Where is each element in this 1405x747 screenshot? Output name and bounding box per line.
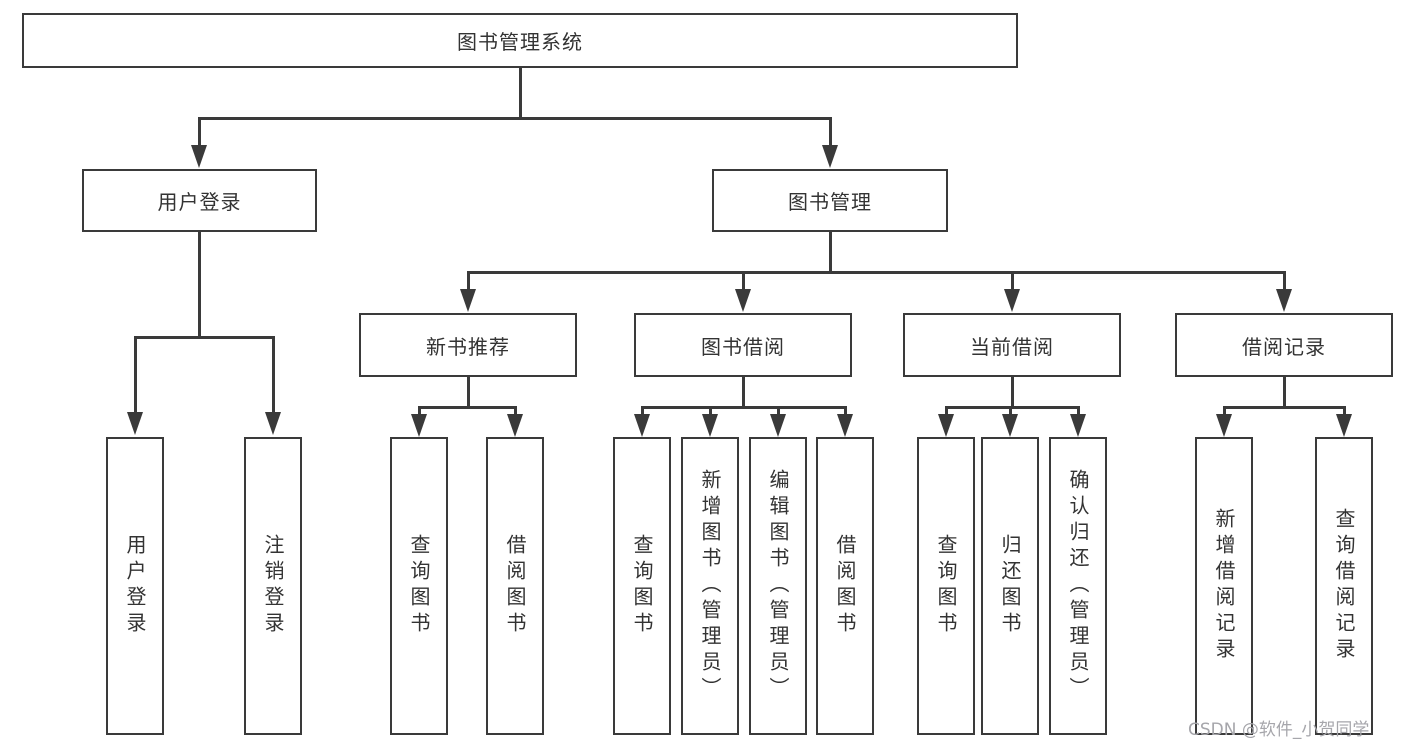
leaf-borrow-books-1: 借阅图书 [486,437,544,735]
node-label: 新增图书（管理员） [698,469,722,703]
arrow-down-icon [822,145,838,168]
node-label: 借阅图书 [503,534,527,638]
leaf-logout: 注销登录 [244,437,302,735]
connector-line [1009,406,1012,416]
node-user-login: 用户登录 [82,169,317,232]
node-label: 用户登录 [123,534,147,638]
node-label: 图书借阅 [701,334,785,359]
connector-line [945,406,1079,409]
leaf-add-borrow-record: 新增借阅记录 [1195,437,1253,735]
arrow-down-icon [1336,414,1352,437]
connector-line [467,271,1286,274]
leaf-query-borrow-record: 查询借阅记录 [1315,437,1373,735]
connector-line [467,377,470,406]
node-library-management-system: 图书管理系统 [22,13,1018,68]
connector-line [1283,271,1286,289]
arrow-down-icon [460,289,476,312]
connector-line [1223,406,1226,416]
connector-line [134,336,275,339]
arrow-down-icon [770,414,786,437]
arrow-down-icon [1070,414,1086,437]
leaf-query-books-1: 查询图书 [390,437,448,735]
connector-line [519,68,522,117]
arrow-down-icon [1276,289,1292,312]
connector-line [945,406,948,416]
node-label: 用户登录 [157,190,242,214]
connector-line [198,232,201,336]
connector-line [1077,406,1080,416]
connector-line [829,232,832,271]
connector-line [641,406,846,409]
node-label: 编辑图书（管理员） [766,469,790,703]
node-new-book-recommendation: 新书推荐 [359,313,577,377]
connector-line [198,117,832,120]
node-label: 归还图书 [998,534,1022,638]
node-label: 当前借阅 [970,334,1054,359]
node-label: 查询借阅记录 [1332,508,1356,664]
node-label: 查询图书 [934,534,958,638]
connector-line [777,406,780,416]
connector-line [514,406,517,416]
leaf-query-books-2: 查询图书 [613,437,671,735]
connector-line [1343,406,1346,416]
arrow-down-icon [1216,414,1232,437]
connector-line [134,336,137,414]
arrow-down-icon [634,414,650,437]
arrow-down-icon [127,412,143,435]
connector-line [1283,377,1286,406]
arrow-down-icon [265,412,281,435]
leaf-confirm-return-admin: 确认归还（管理员） [1049,437,1107,735]
leaf-query-books-3: 查询图书 [917,437,975,735]
node-book-management: 图书管理 [712,169,948,232]
connector-line [418,406,421,416]
connector-line [829,117,832,147]
connector-line [418,406,517,409]
leaf-user-login: 用户登录 [106,437,164,735]
arrow-down-icon [735,289,751,312]
node-label: 确认归还（管理员） [1066,469,1090,703]
node-label: 查询图书 [630,534,654,638]
arrow-down-icon [191,145,207,168]
connector-line [467,271,470,289]
connector-line [198,117,201,147]
connector-line [742,377,745,406]
node-label: 借阅图书 [833,534,857,638]
arrow-down-icon [702,414,718,437]
leaf-return-book: 归还图书 [981,437,1039,735]
node-book-borrowing: 图书借阅 [634,313,852,377]
connector-line [1011,377,1014,406]
leaf-edit-book-admin: 编辑图书（管理员） [749,437,807,735]
arrow-down-icon [411,414,427,437]
node-borrowing-records: 借阅记录 [1175,313,1393,377]
leaf-borrow-books-2: 借阅图书 [816,437,874,735]
node-label: 注销登录 [261,534,285,638]
node-label: 新增借阅记录 [1212,508,1236,664]
arrow-down-icon [837,414,853,437]
connector-line [1223,406,1345,409]
node-label: 借阅记录 [1242,334,1326,359]
node-label: 新书推荐 [426,334,510,359]
connector-line [844,406,847,416]
arrow-down-icon [938,414,954,437]
watermark-text: CSDN @软件_小贺同学 [1188,720,1370,740]
connector-line [641,406,644,416]
leaf-add-book-admin: 新增图书（管理员） [681,437,739,735]
connector-line [272,336,275,414]
connector-line [709,406,712,416]
arrow-down-icon [1004,289,1020,312]
arrow-down-icon [1002,414,1018,437]
node-label: 查询图书 [407,534,431,638]
node-current-borrowing: 当前借阅 [903,313,1121,377]
node-label: 图书管理系统 [457,30,583,54]
node-label: 图书管理 [788,190,872,214]
connector-line [1011,271,1014,289]
connector-line [742,271,745,289]
arrow-down-icon [507,414,523,437]
